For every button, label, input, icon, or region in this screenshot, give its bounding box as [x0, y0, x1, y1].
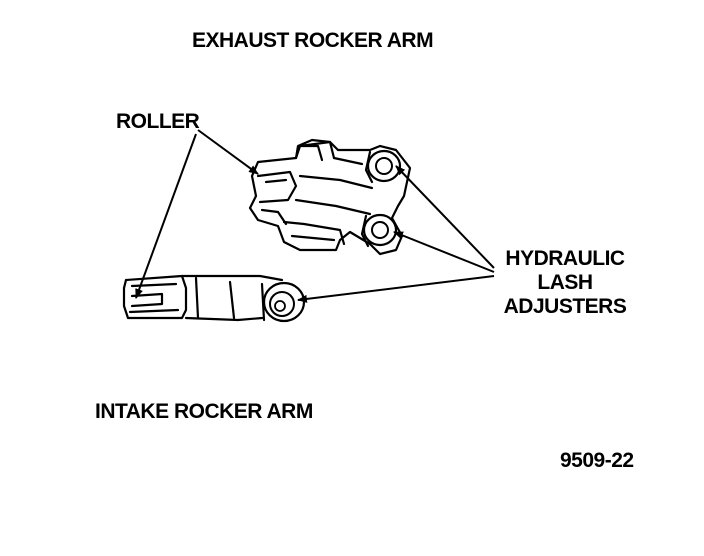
intake-rocker-arm-drawing — [122, 274, 306, 323]
hydraulic-lash-adjusters-label: HYDRAULIC LASH ADJUSTERS — [500, 247, 630, 319]
leader-roller-exhaust — [197, 129, 259, 175]
hla-label-line-1: HYDRAULIC — [505, 247, 625, 270]
exhaust-rocker-arm-drawing — [248, 138, 412, 256]
leader-lines — [135, 129, 495, 303]
roller-label: ROLLER — [116, 110, 200, 133]
hla-label-line-2: LASH — [537, 271, 593, 294]
hla-label-line-3: ADJUSTERS — [503, 295, 627, 318]
leader-roller-intake — [135, 133, 197, 299]
intake-rocker-arm-label: INTAKE ROCKER ARM — [95, 400, 313, 423]
leader-hla-lower — [393, 231, 495, 273]
leader-hla-intake — [297, 275, 495, 303]
exhaust-rocker-arm-label: EXHAUST ROCKER ARM — [192, 29, 434, 52]
leader-hla-upper — [395, 165, 495, 269]
figure-number: 9509-22 — [560, 449, 634, 472]
